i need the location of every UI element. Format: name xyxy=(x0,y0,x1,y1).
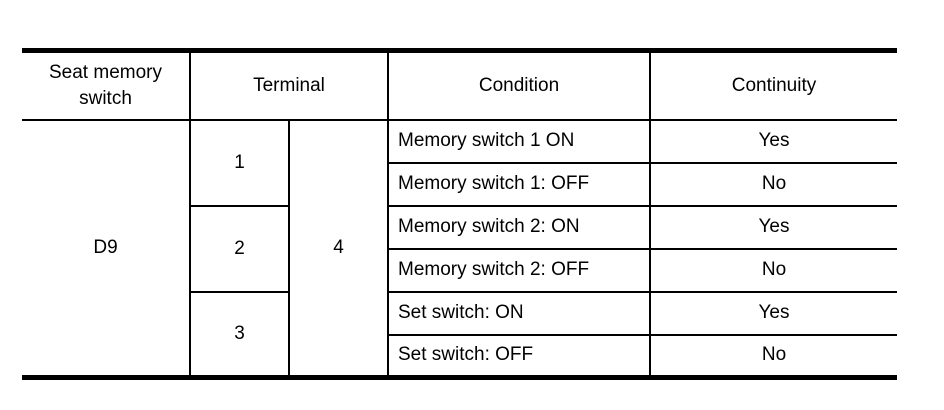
table-row: Memory switch 2: OFF No xyxy=(22,247,897,293)
table-row: 3 Set switch: ON Yes xyxy=(22,290,897,379)
condition-cell: Memory switch 1: OFF xyxy=(387,161,651,207)
table-row: 2 Memory switch 2: ON Yes xyxy=(22,204,897,293)
condition-cell: Set switch: OFF xyxy=(387,333,651,379)
continuity-cell: Yes xyxy=(649,204,897,250)
condition-cell: Memory switch 2: ON xyxy=(387,204,651,250)
terminal-a-cell: 2 xyxy=(189,204,290,293)
condition-cell: Memory switch 1 ON xyxy=(387,118,651,164)
condition-cell: Memory switch 2: OFF xyxy=(387,247,651,293)
terminal-a-cell: 1 xyxy=(189,118,290,207)
condition-cell: Set switch: ON xyxy=(387,290,651,336)
terminal-b-cell: 4 xyxy=(288,118,389,379)
table-row: Memory switch 1: OFF No xyxy=(22,161,897,207)
header-terminal: Terminal xyxy=(189,49,389,121)
continuity-table-container: Seat memory switch Terminal Condition Co… xyxy=(22,48,897,380)
header-continuity: Continuity xyxy=(649,49,897,121)
header-condition: Condition xyxy=(387,49,651,121)
table-row: D9 1 4 Memory switch 1 ON Yes xyxy=(22,118,897,379)
header-seat-memory-switch: Seat memory switch xyxy=(22,49,191,121)
seat-memory-switch-continuity-table: Seat memory switch Terminal Condition Co… xyxy=(22,48,897,380)
continuity-cell: No xyxy=(649,333,897,379)
continuity-cell: Yes xyxy=(649,118,897,164)
terminal-a-cell: 3 xyxy=(189,290,290,379)
continuity-cell: No xyxy=(649,161,897,207)
table-row: Set switch: OFF No xyxy=(22,333,897,379)
header-row: Seat memory switch Terminal Condition Co… xyxy=(22,49,897,121)
continuity-cell: Yes xyxy=(649,290,897,336)
continuity-cell: No xyxy=(649,247,897,293)
switch-name-cell: D9 xyxy=(22,118,191,379)
